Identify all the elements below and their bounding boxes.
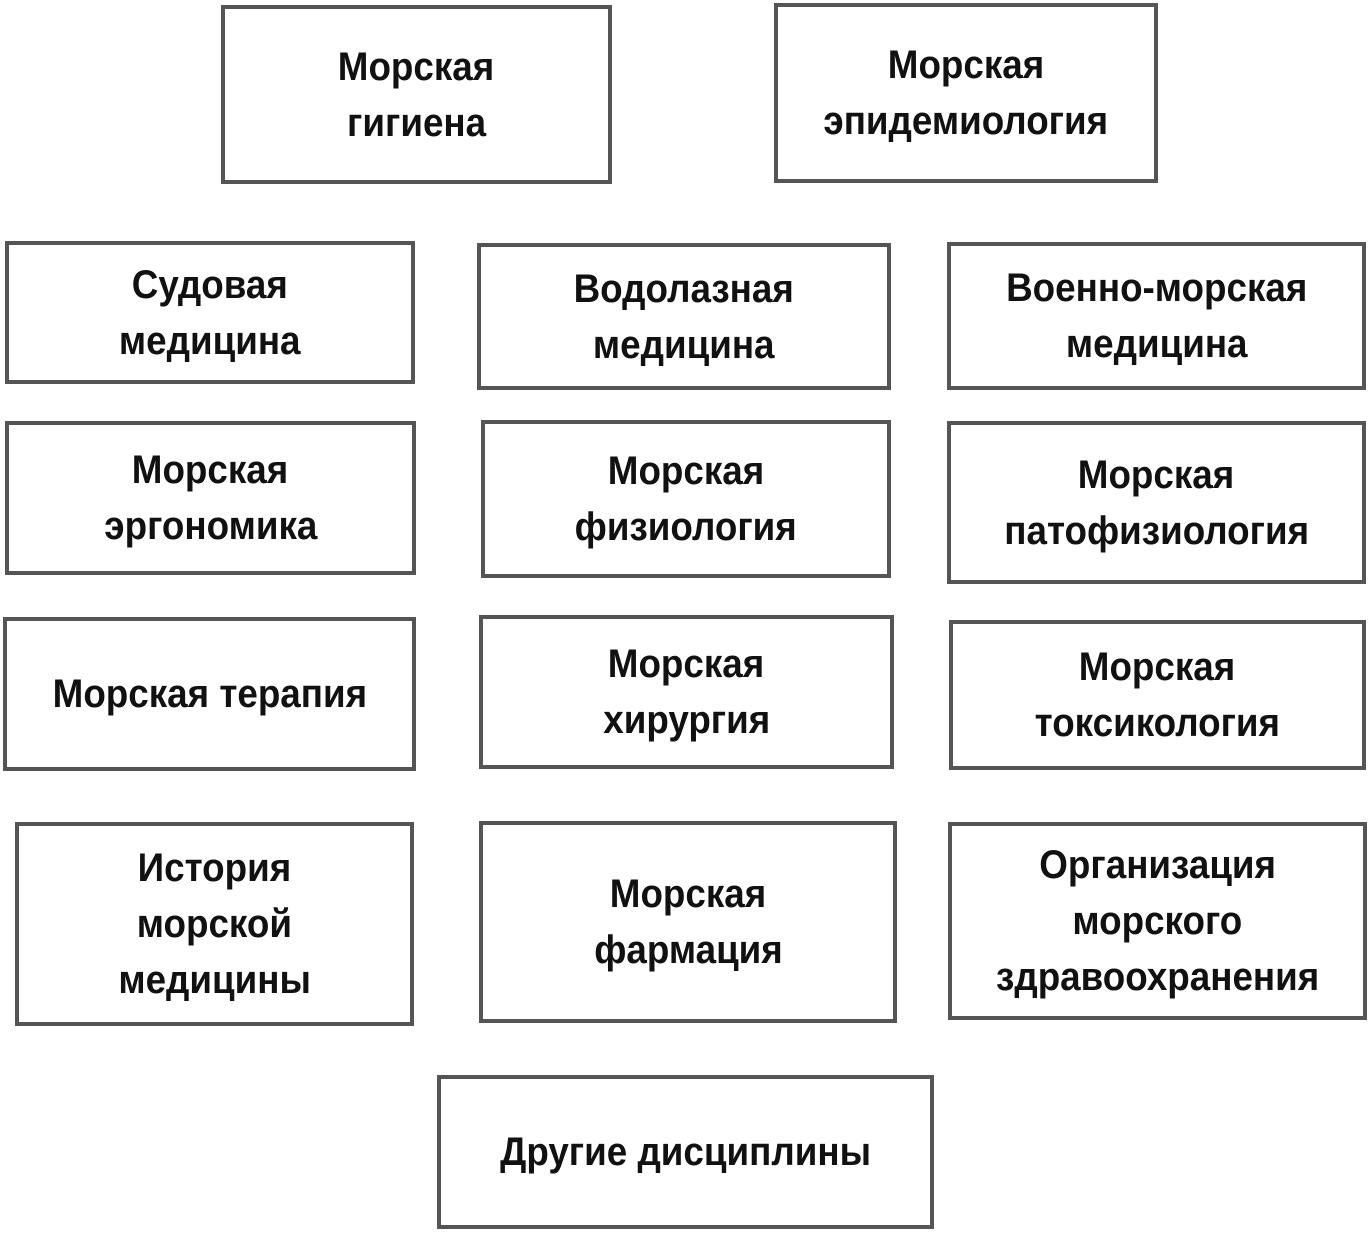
box-label: медицина [593,322,775,367]
box-label: Морская [607,449,765,493]
box-label: Морская [608,642,765,686]
box-label: физиология [574,505,798,549]
box-label: морского [1072,899,1243,943]
box-diving-medicine: Водолазная медицина [477,243,891,390]
box-label: медицина [1065,322,1248,366]
box-marine-pathophysiology: Морская патофизиология [947,421,1366,584]
box-label: хирургия [603,698,770,742]
box-label: Организация [1039,843,1276,887]
box-marine-pharmacy: Морская фармация [479,821,897,1023]
box-other-disciplines: Другие дисциплины [437,1075,934,1229]
box-label: здравоохранения [995,955,1320,999]
box-marine-surgery: Морская хирургия [479,615,894,769]
box-label: патофизиология [1004,508,1309,553]
box-label: Морская [132,448,289,492]
box-label: гигиена [346,100,487,145]
box-label: медицина [119,318,301,363]
box-marine-toxicology: Морская токсикология [949,620,1366,770]
box-ship-medicine: Судовая медицина [5,241,415,384]
box-label: эпидемиология [823,99,1109,143]
box-label: Морская [338,44,495,89]
box-label: Морская [609,872,767,916]
box-label: морской [136,902,293,946]
box-naval-medicine: Военно-морская медицина [947,242,1366,390]
box-label: фармация [593,928,783,972]
box-marine-healthcare-organization: Организация морского здравоохранения [948,822,1367,1020]
box-marine-physiology: Морская физиология [481,420,891,578]
box-marine-hygiene: Морская гигиена [221,5,612,184]
box-history-marine-medicine: История морской медицины [15,822,414,1026]
box-marine-therapy: Морская терапия [3,617,416,771]
box-label: Морская [1078,452,1235,497]
box-label: История [137,846,292,890]
box-label: Судовая [131,262,289,307]
box-label: Водолазная [573,266,795,311]
box-label: медицины [118,958,311,1002]
box-label: Морская [1079,645,1236,689]
box-label: Военно-морская [1005,266,1308,310]
box-label: Другие дисциплины [500,1130,871,1174]
box-label: Морская терапия [52,672,367,716]
box-label: эргономика [103,504,318,548]
box-label: токсикология [1034,701,1281,745]
box-marine-epidemiology: Морская эпидемиология [774,3,1158,183]
box-marine-ergonomics: Морская эргономика [5,421,416,575]
box-label: Морская [887,43,1045,87]
